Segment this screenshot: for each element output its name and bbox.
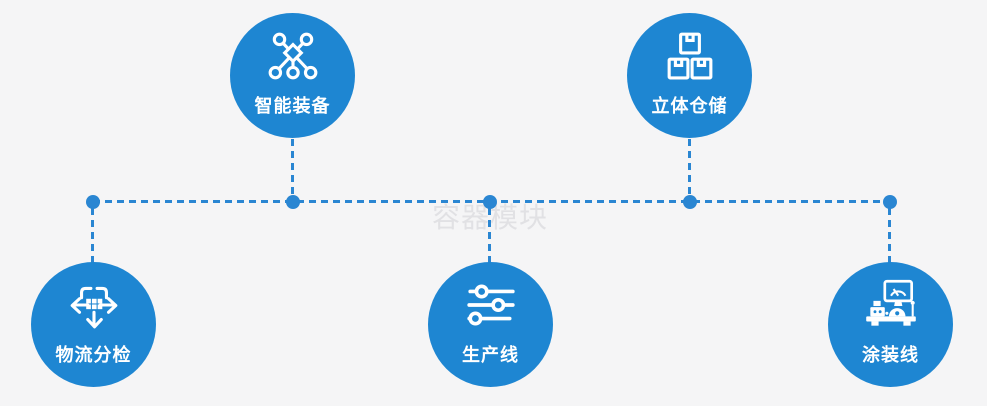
sort-arrows-icon: [67, 279, 121, 331]
junction-dot: [883, 195, 897, 209]
node-label: 智能装备: [254, 96, 331, 116]
node-label: 物流分检: [55, 345, 132, 365]
node-label: 立体仓储: [651, 96, 728, 116]
node-logistics-sorting: 物流分检: [31, 262, 156, 387]
connector-vertical-production: [488, 208, 491, 264]
connector-vertical-smart-equipment: [291, 139, 294, 197]
network-nodes-icon: [266, 30, 320, 82]
junction-dot: [483, 195, 497, 209]
sliders-icon: [465, 279, 517, 331]
junction-dot: [683, 195, 697, 209]
machine-console-icon: [860, 279, 922, 331]
connector-vertical-warehouse: [688, 139, 691, 197]
node-painting-line: 涂装线: [828, 262, 953, 387]
junction-dot: [286, 195, 300, 209]
node-warehouse: 立体仓储: [627, 13, 752, 138]
node-label: 生产线: [462, 345, 519, 365]
node-label: 涂装线: [862, 345, 919, 365]
node-smart-equipment: 智能装备: [230, 13, 355, 138]
node-production-line: 生产线: [428, 262, 553, 387]
connector-vertical-painting: [888, 208, 891, 264]
junction-dot: [86, 195, 100, 209]
connector-vertical-logistics: [91, 208, 94, 264]
stacked-boxes-icon: [665, 30, 715, 82]
